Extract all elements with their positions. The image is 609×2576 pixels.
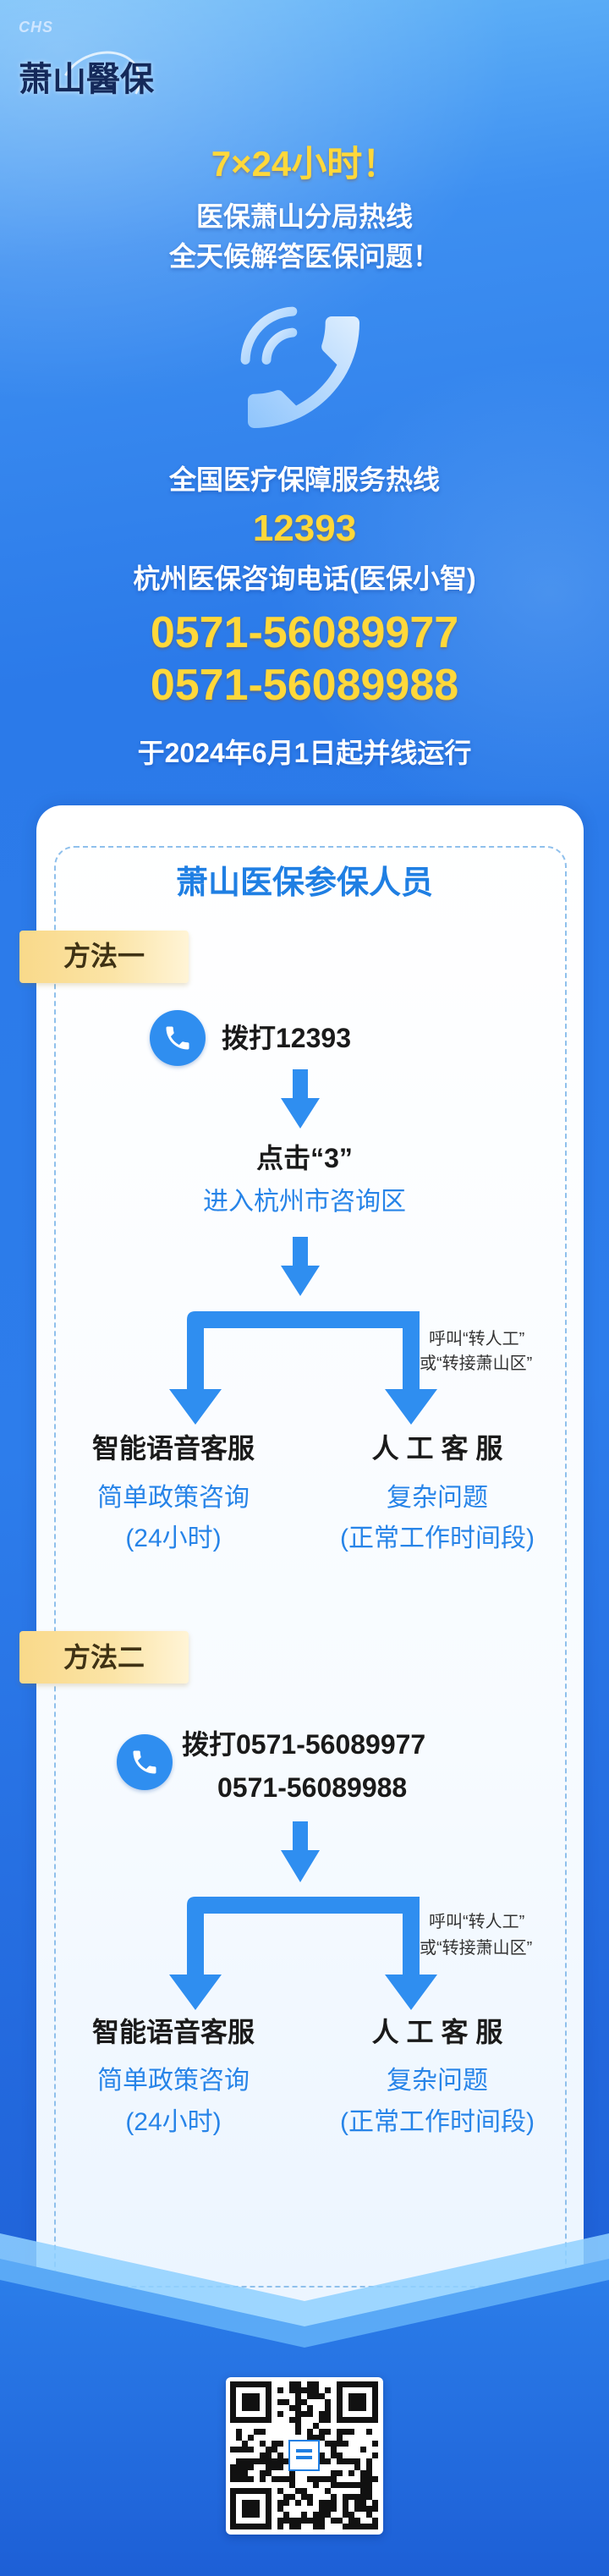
dashed-frame bbox=[54, 846, 567, 2288]
method-1-transfer-2: 或“转接萧山区” bbox=[420, 1354, 533, 1373]
background-sheen bbox=[0, 0, 592, 465]
qr-code-icon bbox=[230, 2381, 378, 2529]
method-2-tab bbox=[19, 1631, 189, 1683]
method-2-human-desc: 复杂问题 bbox=[387, 2067, 488, 2095]
method-2-label: 方法二 bbox=[63, 1642, 145, 1672]
qr-code[interactable] bbox=[226, 2377, 383, 2535]
method-2-human-hours: (正常工作时间段) bbox=[340, 2108, 535, 2136]
logo: 萧山醫保 bbox=[19, 59, 154, 99]
method-1-transfer-1: 呼叫“转人工” bbox=[429, 1330, 525, 1348]
method-1-step: 点击“3” bbox=[256, 1143, 353, 1173]
card-title: 萧山医保参保人员 bbox=[175, 865, 433, 901]
info-card bbox=[36, 805, 584, 2379]
method-1-label: 方法一 bbox=[63, 941, 145, 971]
national-hotline-number: 12393 bbox=[252, 508, 357, 549]
qr-logo-mark bbox=[296, 2456, 312, 2459]
method-2-ai-desc: 简单政策咨询 bbox=[97, 2067, 250, 2095]
method-2-ai-hours: (24小时) bbox=[125, 2108, 222, 2136]
method-1-human-desc: 复杂问题 bbox=[387, 1484, 488, 1512]
method-2-dial: 拨打0571-56089977 bbox=[182, 1729, 426, 1760]
method-1-human-hours: (正常工作时间段) bbox=[340, 1524, 535, 1552]
background-sheen bbox=[254, 338, 609, 846]
method-2-transfer-1: 呼叫“转人工” bbox=[429, 1913, 525, 1931]
phone-icon bbox=[117, 1734, 173, 1790]
qr-logo-mark bbox=[296, 2449, 312, 2452]
merge-notice: 于2024年6月1日起并线运行 bbox=[137, 738, 472, 768]
method-1-tab bbox=[19, 931, 189, 983]
method-1-human-title: 人 工 客 服 bbox=[371, 1433, 503, 1464]
method-2-ai-title: 智能语音客服 bbox=[91, 2017, 255, 2047]
phone-signal-icon bbox=[240, 306, 359, 428]
national-hotline-label: 全国医疗保障服务热线 bbox=[168, 464, 440, 495]
phone-icon bbox=[150, 1010, 206, 1066]
hangzhou-number-2: 0571-56089988 bbox=[150, 661, 459, 710]
hangzhou-hotline-label: 杭州医保咨询电话(医保小智) bbox=[133, 563, 476, 594]
method-1-ai-desc: 简单政策咨询 bbox=[97, 1484, 250, 1512]
hangzhou-number-1: 0571-56089977 bbox=[150, 608, 459, 657]
hero-line-1: 医保萧山分局热线 bbox=[195, 201, 413, 232]
method-1-ai-title: 智能语音客服 bbox=[91, 1433, 255, 1464]
method-2-human-title: 人 工 客 服 bbox=[371, 2017, 503, 2047]
method-2-dial-2: 0571-56089988 bbox=[217, 1772, 408, 1803]
method-1-dial: 拨打12393 bbox=[222, 1023, 351, 1053]
hero-line-2: 全天候解答医保问题！ bbox=[168, 241, 440, 272]
method-1-ai-hours: (24小时) bbox=[125, 1524, 222, 1552]
qr-logo bbox=[288, 2440, 320, 2471]
headline: 7×24小时！ bbox=[211, 144, 398, 184]
qr-modules bbox=[230, 2381, 378, 2529]
brand-mark: CHS bbox=[19, 19, 54, 36]
method-2-transfer-2: 或“转接萧山区” bbox=[420, 1939, 533, 1958]
method-1-step-sub: 进入杭州市咨询区 bbox=[203, 1188, 406, 1216]
